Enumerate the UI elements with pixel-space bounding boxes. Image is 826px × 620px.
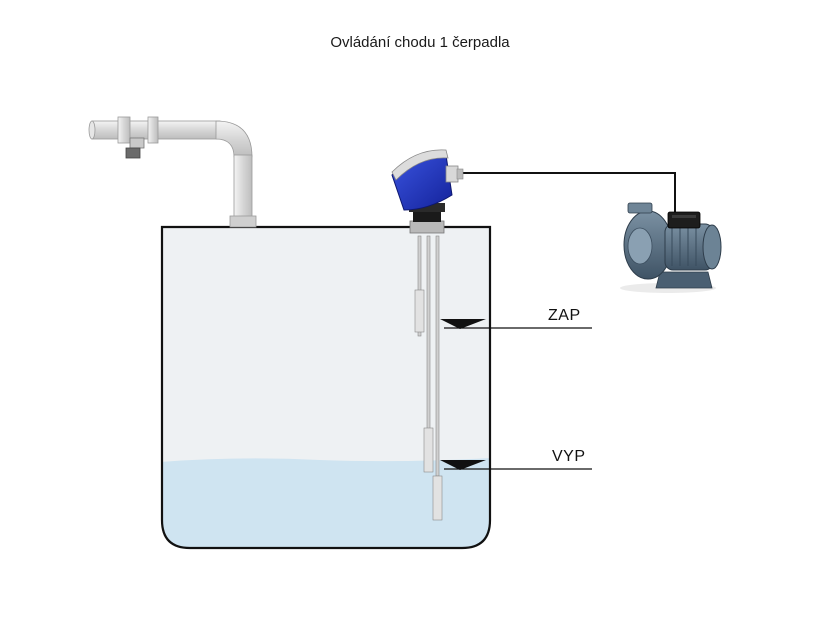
signal-cable bbox=[460, 172, 676, 214]
level-label-off: VYP bbox=[552, 448, 586, 465]
level-label-on: ZAP bbox=[548, 307, 581, 324]
level-marker-on bbox=[440, 319, 592, 329]
water-volume bbox=[162, 458, 490, 548]
tank-icon bbox=[160, 225, 492, 550]
level-marker-off bbox=[440, 460, 592, 470]
pipe-icon bbox=[88, 116, 257, 228]
diagram-title: Ovládání chodu 1 čerpadla bbox=[330, 34, 510, 51]
level-probe-icon bbox=[391, 149, 464, 521]
pump-icon bbox=[620, 202, 722, 293]
